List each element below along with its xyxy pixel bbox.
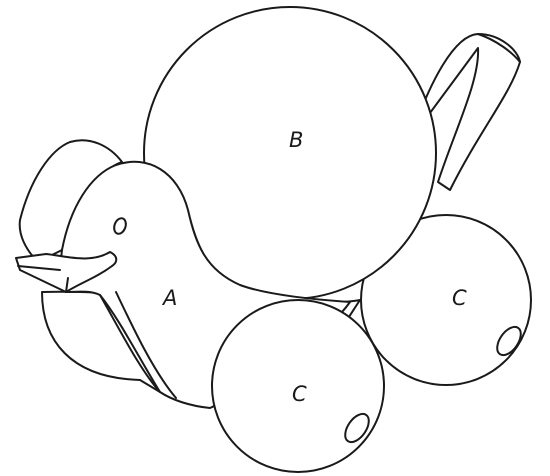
label-c-rear: C — [452, 286, 467, 310]
label-c-front: C — [292, 382, 307, 406]
label-b: B — [289, 128, 303, 152]
label-a: A — [161, 286, 177, 310]
